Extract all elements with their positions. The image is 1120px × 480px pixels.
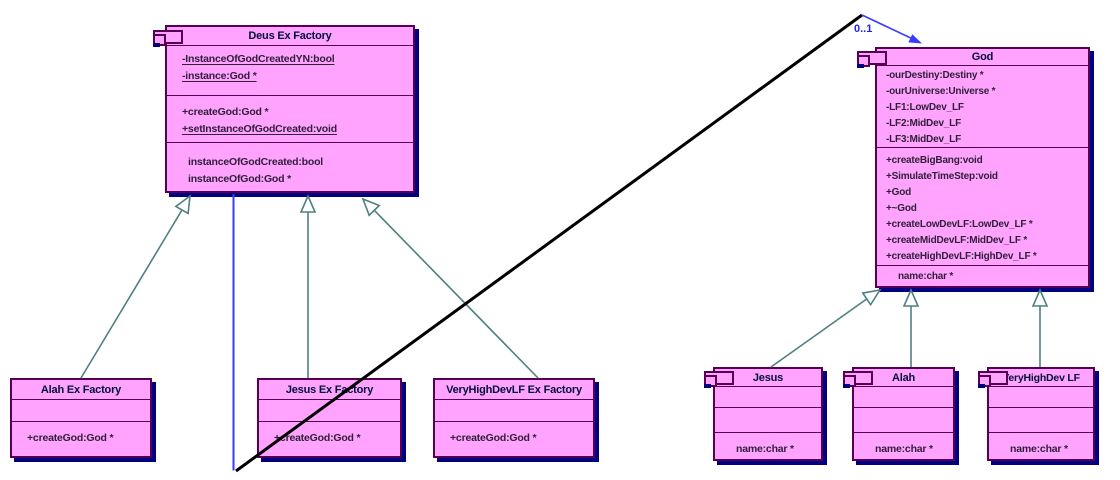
member-row: name:char * — [1010, 443, 1068, 455]
methods-section: +createGod:God * — [12, 421, 150, 456]
attributes-section: -ourDestiny:Destiny * -ourUniverse:Univer… — [877, 65, 1088, 147]
properties-section: name:char * — [877, 265, 1088, 286]
attributes-section — [854, 386, 953, 407]
attributes-section — [715, 386, 821, 407]
member-row: name:char * — [875, 443, 933, 455]
member-row: -LF1:LowDev_LF — [886, 102, 964, 113]
member-row: +setInstanceOfGodCreated:void — [182, 123, 337, 135]
attributes-section — [435, 399, 593, 421]
member-row: instanceOfGod:God * — [188, 173, 291, 185]
member-row: -LF3:MidDev_LF — [886, 134, 961, 145]
class-veryhighdevlf-ex-factory[interactable]: VeryHighDevLF Ex Factory +createGod:God … — [433, 378, 595, 458]
member-row: -ourDestiny:Destiny * — [886, 70, 984, 81]
inheritance-line-vhdfactory-deus — [373, 209, 539, 379]
member-row: +God — [886, 187, 912, 198]
class-title: VeryHighDev LF — [1002, 371, 1080, 384]
methods-section — [989, 407, 1093, 432]
class-jesus[interactable]: Jesus name:char * — [704, 367, 823, 461]
member-row: -LF2:MidDev_LF — [886, 118, 961, 129]
member-row: +createGod:God * — [274, 432, 361, 444]
class-icon — [153, 30, 183, 47]
class-jesus-ex-factory[interactable]: Jesus Ex Factory +createGod:God * — [257, 378, 402, 458]
member-row: +createLowDevLF:LowDev_LF * — [886, 219, 1033, 230]
inheritance-triangle-icon — [861, 288, 882, 307]
class-alah[interactable]: Alah name:char * — [843, 367, 955, 461]
class-icon — [704, 371, 734, 388]
member-row: +createBigBang:void — [886, 155, 983, 166]
inheritance-triangle-icon — [299, 194, 317, 213]
attributes-section — [989, 386, 1093, 407]
methods-section: +createGod:God * — [259, 421, 400, 456]
member-row: +createGod:God * — [450, 432, 537, 444]
inheritance-triangle-icon — [1031, 288, 1049, 307]
multiplicity-label: 0..1 — [854, 23, 872, 35]
class-title: VeryHighDevLF Ex Factory — [446, 383, 582, 396]
class-title: Jesus Ex Factory — [285, 383, 374, 396]
properties-section: name:char * — [715, 432, 821, 459]
class-deus-ex-factory[interactable]: Deus Ex Factory -InstanceOfGodCreatedYN:… — [153, 25, 415, 193]
member-row: -instance:God * — [182, 70, 257, 82]
class-title: Alah — [891, 371, 916, 384]
class-title: Alah Ex Factory — [40, 383, 122, 396]
attributes-section — [259, 399, 400, 421]
inheritance-triangle-icon — [174, 194, 191, 215]
methods-section — [854, 407, 953, 432]
association-arrowhead-icon — [908, 34, 922, 44]
member-row: +createHighDevLF:HighDev_LF * — [886, 251, 1037, 262]
inheritance-line-alahfactory-deus — [80, 209, 183, 379]
properties-section: instanceOfGodCreated:bool instanceOfGod:G… — [167, 142, 413, 191]
member-row: +createGod:God * — [27, 432, 114, 444]
class-veryhighdev-lf[interactable]: VeryHighDev LF name:char * — [978, 367, 1095, 461]
association-segment-arrow-blue — [861, 14, 915, 41]
inheritance-line-jesus-god — [770, 298, 868, 368]
attributes-section — [12, 399, 150, 421]
member-row: -InstanceOfGodCreatedYN:bool — [182, 53, 335, 65]
methods-section: +createBigBang:void +SimulateTimeStep:voi… — [877, 147, 1088, 265]
member-row: name:char * — [736, 443, 794, 455]
methods-section: +createGod:God * — [435, 421, 593, 456]
member-row: instanceOfGodCreated:bool — [188, 156, 324, 168]
class-alah-ex-factory[interactable]: Alah Ex Factory +createGod:God * — [10, 378, 152, 458]
class-title: Deus Ex Factory — [248, 30, 332, 42]
class-god[interactable]: God -ourDestiny:Destiny * -ourUniverse:Un… — [857, 47, 1090, 288]
class-icon — [857, 51, 887, 68]
class-icon — [978, 371, 1008, 388]
member-row: +createGod:God * — [182, 106, 269, 118]
member-row: -ourUniverse:Universe * — [886, 86, 996, 97]
member-row: +createMidDevLF:MidDev_LF * — [886, 235, 1028, 246]
class-icon — [843, 371, 873, 388]
member-row: +~God — [886, 203, 917, 214]
attributes-section: -InstanceOfGodCreatedYN:bool -instance:Go… — [167, 45, 413, 95]
member-row: name:char * — [898, 271, 954, 282]
class-title: God — [971, 51, 994, 63]
methods-section — [715, 407, 821, 432]
inheritance-triangle-icon — [902, 288, 920, 307]
inheritance-triangle-icon — [361, 197, 381, 217]
properties-section: name:char * — [989, 432, 1093, 459]
methods-section: +createGod:God * +setInstanceOfGodCreated… — [167, 95, 413, 142]
properties-section: name:char * — [854, 432, 953, 459]
member-row: +SimulateTimeStep:void — [886, 171, 998, 182]
